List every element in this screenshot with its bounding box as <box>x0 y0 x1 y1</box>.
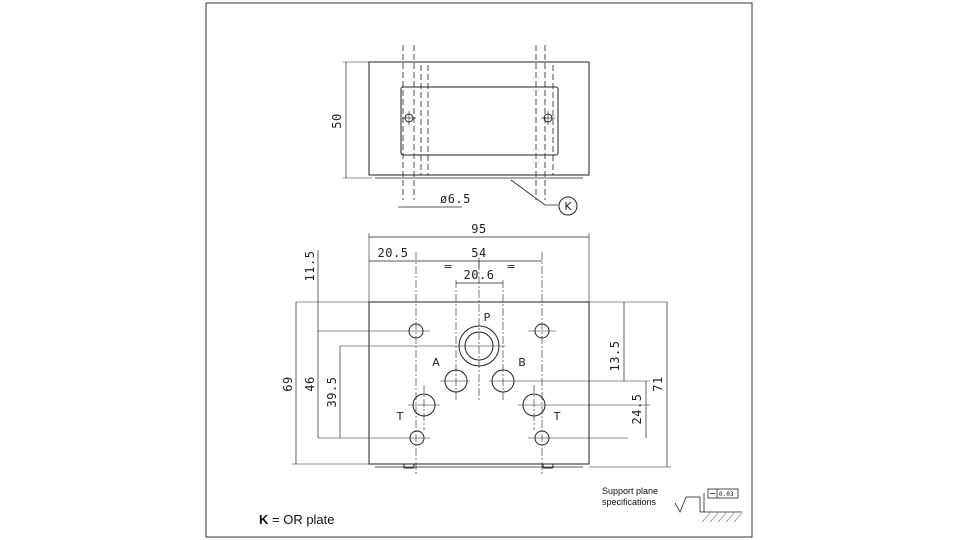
legend-key: K <box>259 512 269 527</box>
legend-k-note: K = OR plate <box>259 512 335 527</box>
port-b-label: B <box>518 356 526 369</box>
port-a-label: A <box>432 356 440 369</box>
dim-69: 69 <box>281 376 295 391</box>
port-t-left-label: T <box>396 410 404 423</box>
front-view <box>292 233 671 475</box>
dim-hole-diameter: ø6.5 <box>440 192 471 206</box>
flatness-tolerance-frame <box>707 488 739 499</box>
equal-mark-right: = <box>506 260 515 273</box>
support-plane-line2: specifications <box>602 497 657 507</box>
sheet-border <box>205 2 753 538</box>
equal-mark-left: = <box>443 260 452 273</box>
dim-71: 71 <box>651 376 665 391</box>
dim-20-5: 20.5 <box>378 246 409 260</box>
dim-11-5: 11.5 <box>303 251 317 282</box>
support-plane-line1: Support plane <box>602 486 658 496</box>
dim-20-6: 20.6 <box>464 268 495 282</box>
top-view-inner-recess <box>400 86 559 156</box>
dim-13-5: 13.5 <box>608 341 622 372</box>
callout-k-circle <box>558 196 578 216</box>
support-plane-symbol <box>674 488 743 523</box>
dim-46: 46 <box>303 376 317 391</box>
legend-text: = OR plate <box>268 512 334 527</box>
port-p-label: P <box>484 311 491 324</box>
dim-54: 54 <box>471 246 486 260</box>
top-view-body <box>368 61 590 176</box>
dim-95: 95 <box>471 222 486 236</box>
dim-50: 50 <box>330 113 344 128</box>
callout-k-label: K <box>564 200 572 213</box>
port-t-right-label: T <box>553 410 561 423</box>
flatness-tolerance-value: 0.03 <box>719 491 734 498</box>
top-view <box>343 45 590 216</box>
dim-24-5: 24.5 <box>630 394 644 425</box>
dim-39-5: 39.5 <box>325 377 339 408</box>
